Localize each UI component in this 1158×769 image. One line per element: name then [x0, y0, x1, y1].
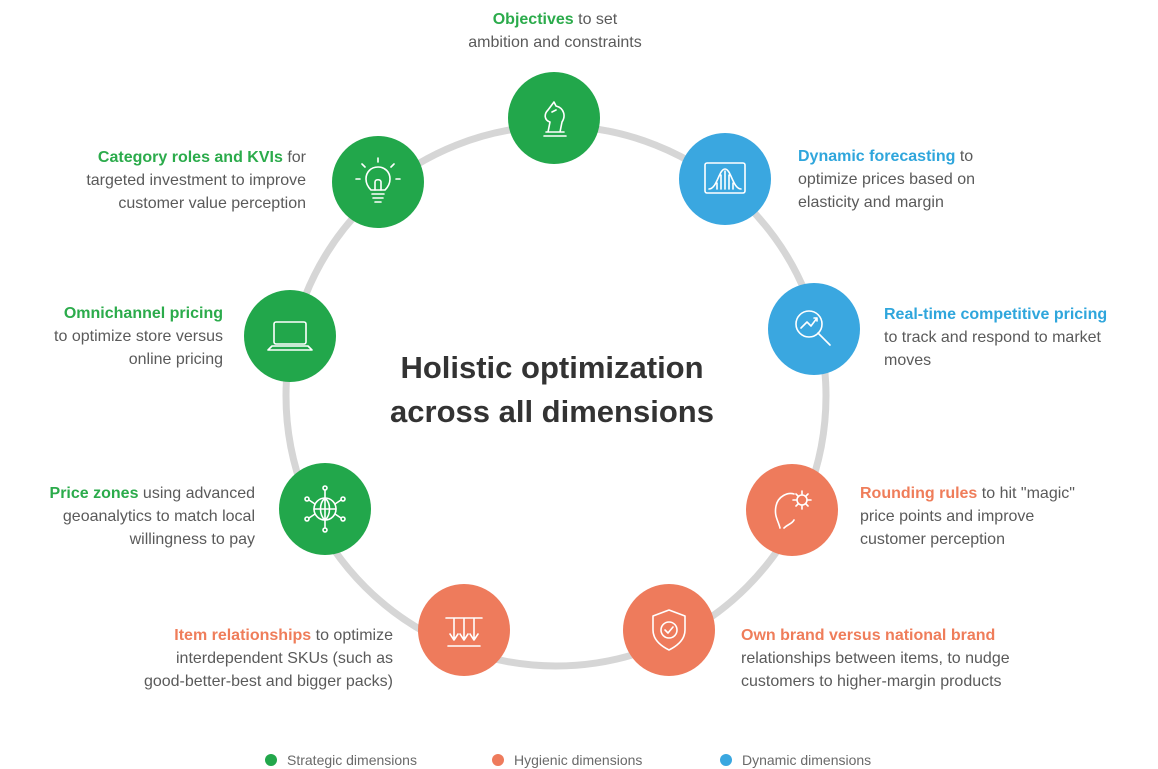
text-item-relationships-3: good-better-best and bigger packs) — [143, 673, 393, 690]
center-title-line2: across all dimensions — [390, 394, 714, 429]
text-item-relationships: to optimize — [311, 627, 393, 644]
center-title: Holistic optimization across all dimensi… — [352, 346, 752, 434]
label-rounding-rules: Rounding rules to hit "magic" price poin… — [860, 482, 1150, 551]
label-real-time-competitive-pricing: Real-time competitive pricing to track a… — [884, 303, 1156, 372]
text-omnichannel-pricing-3: online pricing — [128, 351, 223, 368]
text-own-brand-2: relationships between items, to nudge — [741, 650, 1010, 667]
text-category-roles-3: customer value perception — [118, 195, 306, 212]
node-dynamic-forecasting — [679, 133, 771, 225]
text-price-zones-3: willingness to pay — [129, 531, 255, 548]
center-title-line1: Holistic optimization — [400, 350, 704, 385]
text-dynamic-forecasting: to — [955, 148, 974, 165]
text-rounding-rules: to hit "magic" — [977, 485, 1075, 502]
text-real-time-competitive-pricing-3: moves — [884, 352, 932, 369]
heading-own-brand: Own brand versus national brand — [741, 627, 996, 644]
text-omnichannel-pricing-2: to optimize store versus — [54, 328, 223, 345]
legend-dynamic: Dynamic dimensions — [720, 751, 871, 769]
shield-check-icon — [652, 609, 686, 651]
heading-omnichannel-pricing: Omnichannel pricing — [63, 305, 223, 322]
text-rounding-rules-3: customer perception — [860, 531, 1005, 548]
down-arrows-icon — [445, 617, 483, 647]
label-own-brand: Own brand versus national brand relation… — [741, 624, 1101, 693]
text-objectives-2: ambition and constraints — [468, 34, 642, 51]
legend-dot-dynamic — [720, 754, 732, 766]
bell-curve-chart-icon — [704, 162, 746, 194]
heading-item-relationships: Item relationships — [174, 627, 312, 644]
head-gear-icon — [774, 490, 812, 529]
legend-strategic: Strategic dimensions — [265, 751, 417, 769]
text-price-zones: using advanced — [138, 485, 255, 502]
text-price-zones-2: geoanalytics to match local — [62, 508, 255, 525]
heading-category-roles: Category roles and KVIs — [97, 149, 283, 166]
heading-rounding-rules: Rounding rules — [860, 485, 978, 502]
legend-label-hygienic: Hygienic dimensions — [514, 752, 643, 768]
node-own-brand — [623, 584, 715, 676]
text-objectives: to set — [573, 11, 618, 28]
node-price-zones — [279, 463, 371, 555]
node-omnichannel-pricing — [244, 290, 336, 382]
text-category-roles: for — [282, 149, 306, 166]
text-dynamic-forecasting-3: elasticity and margin — [798, 194, 944, 211]
text-rounding-rules-2: price points and improve — [860, 508, 1035, 525]
label-objectives: Objectives to set ambition and constrain… — [420, 8, 690, 54]
label-item-relationships: Item relationships to optimize interdepe… — [60, 624, 393, 693]
label-category-roles: Category roles and KVIs for targeted inv… — [40, 146, 306, 215]
laptop-icon — [267, 321, 313, 351]
node-category-roles — [332, 136, 424, 228]
lightbulb-icon — [355, 157, 401, 203]
text-real-time-competitive-pricing-2: to track and respond to market — [884, 329, 1101, 346]
node-objectives — [508, 72, 600, 164]
heading-objectives: Objectives — [492, 11, 574, 28]
legend-label-strategic: Strategic dimensions — [287, 752, 417, 768]
node-item-relationships — [418, 584, 510, 676]
heading-dynamic-forecasting: Dynamic forecasting — [798, 148, 956, 165]
text-dynamic-forecasting-2: optimize prices based on — [798, 171, 975, 188]
text-category-roles-2: targeted investment to improve — [86, 172, 306, 189]
node-rounding-rules — [746, 464, 838, 556]
magnifier-trend-icon — [795, 310, 831, 346]
globe-network-icon — [304, 485, 346, 533]
node-real-time-competitive-pricing — [768, 283, 860, 375]
label-dynamic-forecasting: Dynamic forecasting to optimize prices b… — [798, 145, 1118, 214]
text-own-brand-3: customers to higher-margin products — [741, 673, 1002, 690]
legend-label-dynamic: Dynamic dimensions — [742, 752, 872, 768]
chess-knight-icon — [543, 101, 567, 137]
heading-real-time-competitive-pricing: Real-time competitive pricing — [884, 306, 1108, 323]
label-price-zones: Price zones using advanced geoanalytics … — [10, 482, 255, 551]
legend-hygienic: Hygienic dimensions — [492, 751, 642, 769]
heading-price-zones: Price zones — [49, 485, 139, 502]
legend-dot-hygienic — [492, 754, 504, 766]
legend-dot-strategic — [265, 754, 277, 766]
label-omnichannel-pricing: Omnichannel pricing to optimize store ve… — [10, 302, 223, 371]
text-item-relationships-2: interdependent SKUs (such as — [175, 650, 393, 667]
